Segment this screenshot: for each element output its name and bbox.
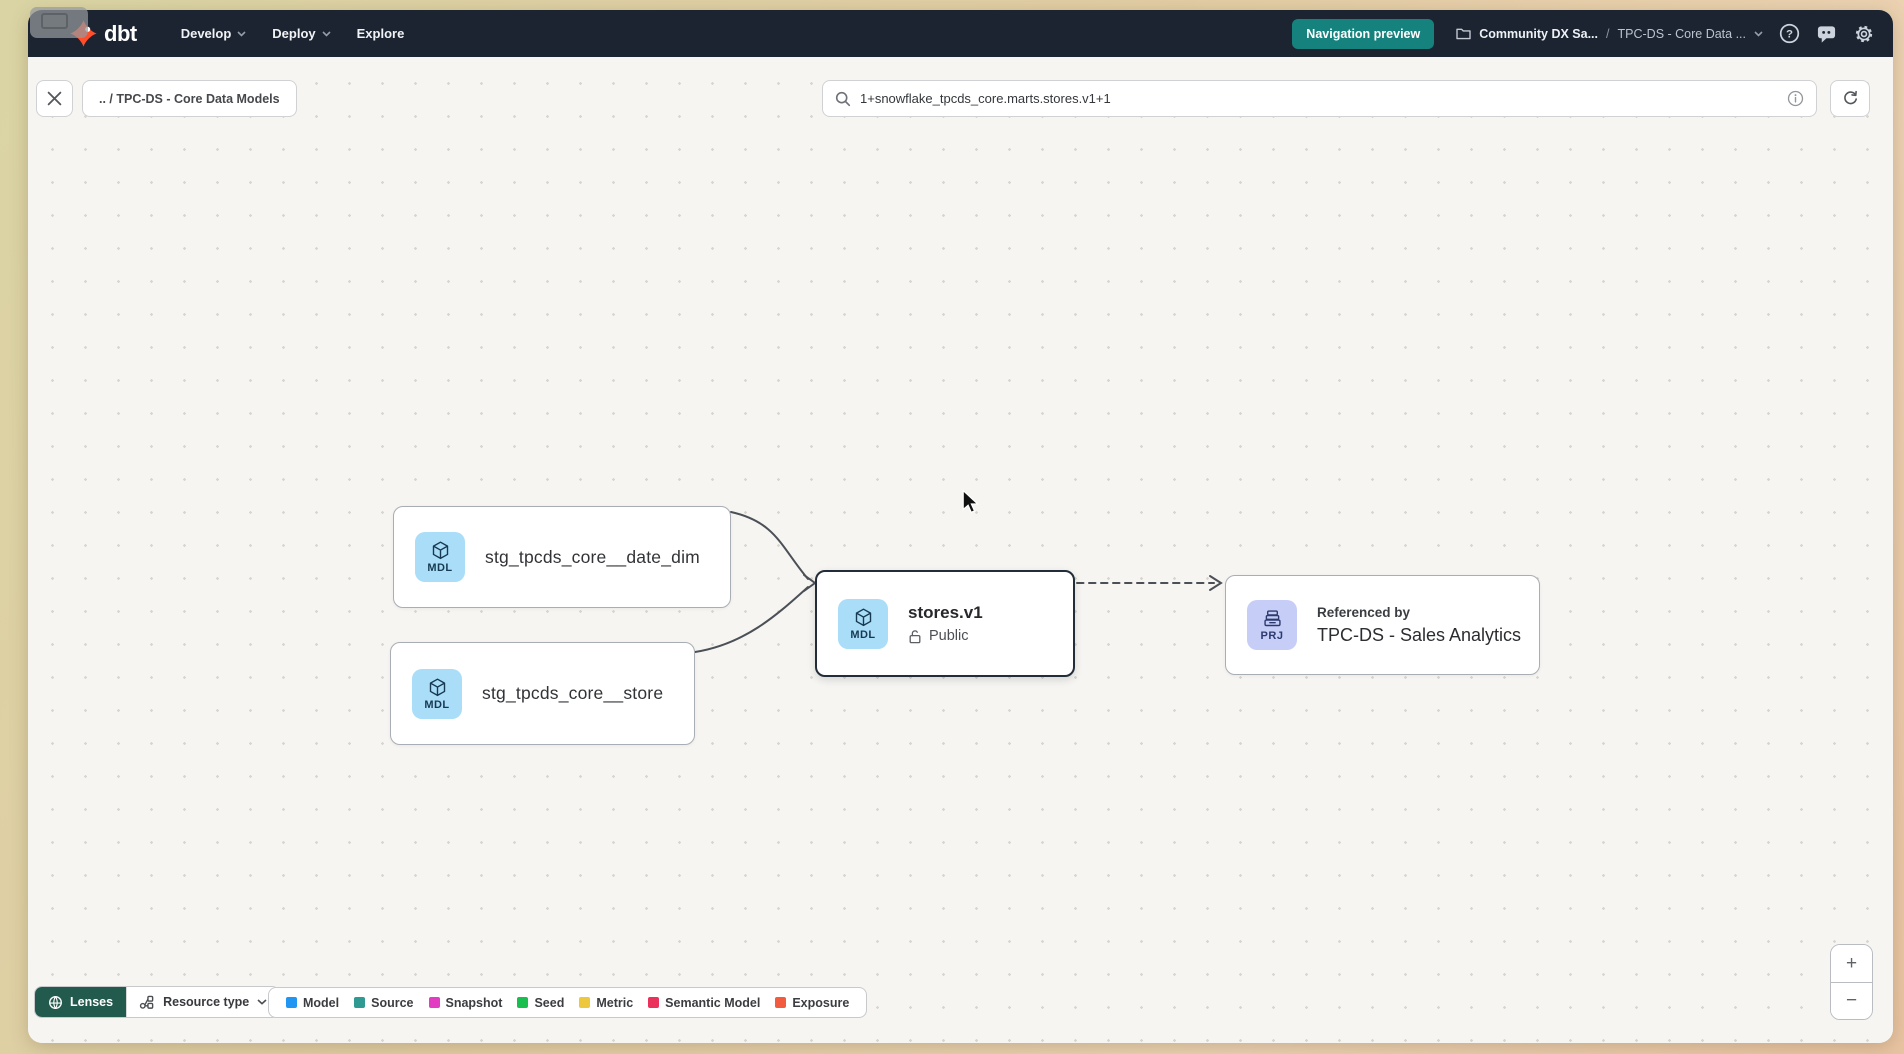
resource-type-dropdown[interactable]: Resource type (126, 987, 280, 1017)
breadcrumb-page[interactable]: TPC-DS - Core Data ... (1617, 26, 1747, 41)
legend-swatch (648, 997, 660, 1008)
edge-date-dim-to-stores (730, 511, 809, 580)
refresh-lineage-button[interactable] (1830, 80, 1870, 117)
legend-swatch (517, 997, 529, 1008)
badge-label: PRJ (1260, 630, 1284, 642)
chat-bubble-icon (1817, 25, 1836, 43)
public-lock-icon (909, 629, 921, 643)
zoom-out-button[interactable]: − (1831, 982, 1872, 1019)
navigation-preview-button[interactable]: Navigation preview (1292, 18, 1435, 49)
resource-type-label: Resource type (163, 995, 250, 1009)
lineage-search[interactable]: 1+snowflake_tpcds_core.marts.stores.v1+1 (822, 80, 1817, 117)
graph-nodes-icon (139, 995, 154, 1009)
divider (1831, 981, 1872, 983)
help-button[interactable]: ? (1779, 23, 1800, 44)
badge-label: MDL (850, 628, 876, 641)
chevron-down-icon (1754, 30, 1763, 37)
legend-item-source: Source (354, 996, 414, 1010)
package-breadcrumb-chip[interactable]: .. / TPC-DS - Core Data Models (82, 80, 297, 117)
breadcrumb-separator: / (1606, 26, 1610, 41)
app-window: dbt Develop Deploy Explore Navigation pr… (28, 10, 1893, 1043)
close-icon (47, 91, 62, 106)
model-icon: MDL (412, 668, 462, 719)
badge-label: MDL (427, 562, 453, 574)
model-node-stores-v1-selected[interactable]: MDL stores.v1 Public (815, 570, 1075, 677)
menu-explore-label: Explore (356, 26, 405, 41)
brand-name: dbt (104, 20, 137, 46)
close-lineage-button[interactable] (36, 80, 73, 117)
chevron-down-icon (237, 30, 246, 37)
zoom-controls: + − (1830, 944, 1873, 1020)
lineage-edges (694, 511, 1223, 653)
top-navbar: dbt Develop Deploy Explore Navigation pr… (28, 10, 1893, 57)
node-label: stg_tpcds_core__store (482, 683, 664, 703)
breadcrumb[interactable]: Community DX Sa... / TPC-DS - Core Data … (1456, 27, 1763, 41)
settings-button[interactable] (1853, 23, 1875, 45)
menu-explore[interactable]: Explore (357, 26, 405, 41)
legend-item-seed: Seed (517, 996, 564, 1010)
menu-develop[interactable]: Develop (181, 26, 247, 41)
menu-develop-label: Develop (180, 26, 232, 41)
chevron-down-icon (257, 999, 267, 1005)
legend-swatch (286, 997, 297, 1008)
resource-type-legend: Model Source Snapshot Seed Metric Semant… (268, 987, 868, 1018)
cube-icon (855, 607, 871, 626)
node-label: TPC-DS - Sales Analytics (1317, 624, 1522, 645)
model-node-stg-tpcds-core-date-dim[interactable]: MDL stg_tpcds_core__date_dim (393, 506, 731, 608)
feedback-button[interactable] (1816, 24, 1837, 44)
legend-item-semantic-model: Semantic Model (648, 996, 760, 1010)
project-node-tpcds-sales-analytics[interactable]: PRJ Referenced by TPC-DS - Sales Analyti… (1225, 575, 1540, 675)
gear-icon (1855, 25, 1873, 42)
access-label: Public (929, 628, 969, 644)
lens-icon (49, 995, 62, 1009)
node-label: stg_tpcds_core__date_dim (485, 546, 700, 567)
lenses-label: Lenses (70, 995, 114, 1009)
legend-swatch (775, 997, 787, 1008)
edge-arrowhead (1209, 575, 1223, 591)
cube-icon (432, 541, 448, 560)
view-controls: Lenses Resource type (34, 986, 281, 1018)
model-icon: MDL (415, 532, 465, 582)
svg-text:?: ? (1786, 29, 1793, 41)
project-icon: PRJ (1247, 600, 1297, 650)
chevron-down-icon (322, 30, 331, 37)
menu-deploy[interactable]: Deploy (272, 26, 331, 41)
badge-label: MDL (424, 698, 450, 711)
legend-item-snapshot: Snapshot (428, 996, 502, 1010)
stacked-drawers-icon (1263, 610, 1281, 627)
breadcrumb-project[interactable]: Community DX Sa... (1479, 26, 1599, 41)
legend-swatch (354, 997, 366, 1008)
help-icon: ? (1779, 23, 1800, 44)
folder-icon (1456, 28, 1471, 40)
window-artifact (30, 7, 88, 38)
window-artifact-inner (41, 13, 68, 29)
legend-swatch (579, 997, 591, 1008)
zoom-in-button[interactable]: + (1831, 945, 1872, 982)
node-caption: Referenced by (1317, 604, 1411, 620)
edge-arrowhead (803, 574, 817, 592)
node-access: Public (908, 628, 983, 644)
search-icon (835, 91, 851, 106)
cube-icon (429, 677, 445, 696)
legend-item-model: Model (286, 996, 339, 1010)
model-node-stg-tpcds-core-store[interactable]: MDL stg_tpcds_core__store (390, 642, 695, 745)
model-icon: MDL (838, 598, 888, 649)
search-input[interactable]: 1+snowflake_tpcds_core.marts.stores.v1+1 (860, 91, 1111, 106)
lenses-button[interactable]: Lenses (35, 987, 127, 1017)
lineage-canvas[interactable]: .. / TPC-DS - Core Data Models 1+snowfla… (28, 57, 1893, 1043)
legend-item-exposure: Exposure (775, 996, 849, 1010)
node-title: stores.v1 (908, 603, 983, 622)
legend-swatch (428, 997, 440, 1008)
refresh-icon (1843, 90, 1857, 105)
legend-item-metric: Metric (579, 996, 633, 1010)
info-icon[interactable] (1787, 90, 1804, 107)
menu-deploy-label: Deploy (272, 26, 316, 41)
